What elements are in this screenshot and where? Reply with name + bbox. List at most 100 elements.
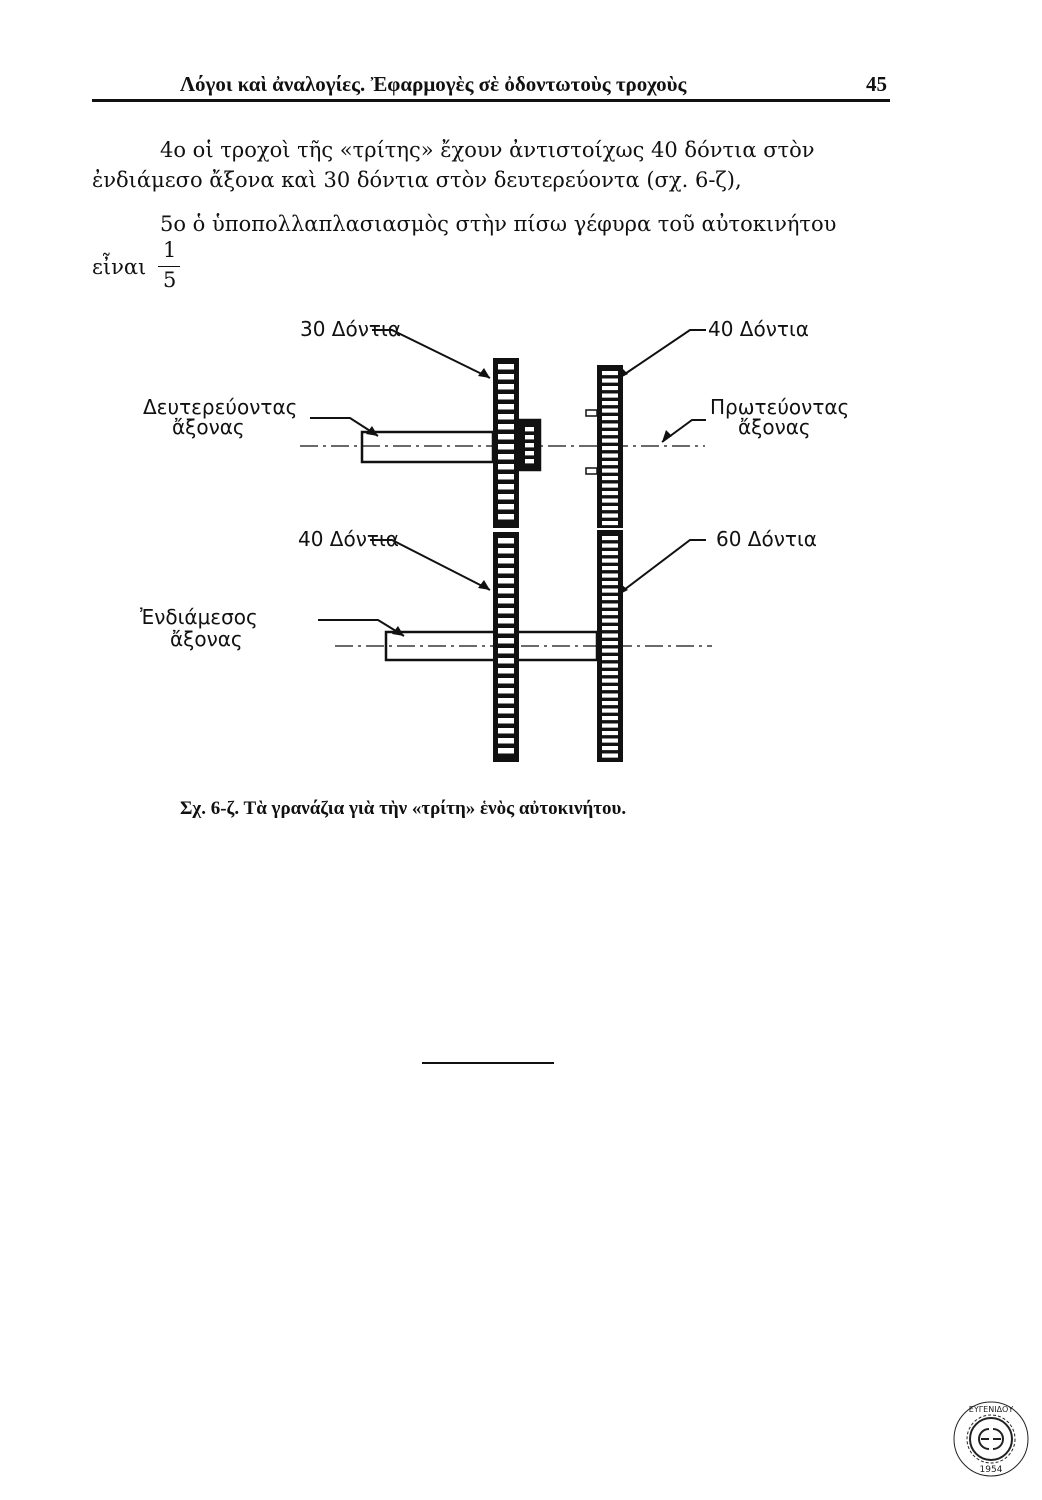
gear-tooth [498,738,514,744]
gear-tooth [602,723,618,728]
fraction-numerator: 1 [163,238,177,262]
label-intermediate-shaft-1: Ἐνδιάμεσος [140,605,258,629]
gear-tooth [602,558,618,563]
running-title: Λόγοι καὶ ἀναλογίες. Ἐφαρμογὲς σὲ ὀδοντω… [180,72,687,96]
gear-tooth [602,611,618,616]
gear-tooth [498,718,514,724]
arrowhead [366,426,378,436]
gear-tooth [498,588,514,594]
gear-tooth [602,401,618,406]
gear-tooth [602,633,618,638]
label-60-teeth: 60 Δόντια [716,527,817,551]
gear-tooth [602,716,618,721]
gear-tooth [602,371,618,376]
gear-tooth [602,513,618,518]
gear-tooth [498,638,514,644]
gear-tooth [602,663,618,668]
gear-tooth [602,678,618,683]
gear-tooth [498,424,514,430]
gear-tooth [602,476,618,481]
gear-tooth [498,514,514,520]
label-40-teeth-bottom: 40 Δόντια [298,527,399,551]
gear-tooth [498,578,514,584]
leader-40-teeth-bottom [370,539,491,591]
gear-tooth [602,686,618,691]
paragraph-5-line-1: 5ο ὁ ὑποπολλαπλασιασμὸς στὴν πίσω γέφυρα… [160,212,837,236]
gear-tooth [602,386,618,391]
gear-tooth [498,708,514,714]
foundation-seal: 1954 ΕΥΓΕΝΙΔΟΥ [952,1400,1030,1478]
paragraph-5-lead: εἶναι [92,255,147,279]
gear-tooth [498,374,514,380]
gear-tooth [602,468,618,473]
header-rule [92,99,890,102]
gear-tooth [602,431,618,436]
gear-tooth [498,434,514,440]
gear-30-teeth [493,358,519,528]
gear-tooth [498,384,514,390]
gear-tooth [525,443,534,448]
gear-60-teeth-intermediate [597,530,623,762]
paragraph-4-line-2: ἐνδιάμεσο ἄξονα καὶ 30 δόντια στὸν δευτε… [92,168,742,192]
label-intermediate-shaft-2: ἄξονας [170,627,243,651]
gear-tooth [498,454,514,460]
gear-tooth [602,551,618,556]
gear-tooth [498,688,514,694]
gear-tooth [602,641,618,646]
secondary-shaft [360,430,495,464]
gear-tooth [602,521,618,526]
gear-tooth [498,628,514,634]
gear-tooth [498,494,514,500]
hub-teeth [520,421,539,469]
gear-tooth [602,506,618,511]
arrowhead [662,430,672,442]
gear-tooth [498,414,514,420]
gear-tooth [602,693,618,698]
leader-primary-shaft [661,419,706,443]
dog-tooth-2 [585,467,598,475]
gear-tooth [602,588,618,593]
gear-tooth [602,746,618,751]
gear-tooth [602,498,618,503]
gear-tooth [602,596,618,601]
gear-tooth [602,461,618,466]
gear-tooth [602,423,618,428]
gear-tooth [498,648,514,654]
gear-tooth [602,378,618,383]
gear-tooth [602,708,618,713]
gear-tooth [602,491,618,496]
gear-tooth [602,753,618,758]
gear-tooth [498,364,514,370]
gear-tooth [498,444,514,450]
svg-text:ΕΥΓΕΝΙΔΟΥ: ΕΥΓΕΝΙΔΟΥ [969,1405,1014,1414]
footnote-rule [422,1062,554,1064]
gear-tooth [498,678,514,684]
label-secondary-shaft-2: ἄξονας [172,415,245,439]
gear-tooth [602,603,618,608]
gear-40-teeth-intermediate [493,532,519,762]
gear-tooth [602,581,618,586]
gear-tooth [602,416,618,421]
gear-tooth [498,748,514,754]
leader-40-teeth-top [615,329,706,381]
label-primary-shaft-1: Πρωτεύοντας [710,395,850,419]
leader-30-teeth [372,329,491,379]
gear-tooth [498,598,514,604]
gear-tooth [498,728,514,734]
gear-tooth [602,671,618,676]
label-primary-shaft-2: ἄξονας [738,415,811,439]
fraction-denominator: 5 [163,268,177,292]
gear-tooth [498,608,514,614]
gear-tooth [602,438,618,443]
label-secondary-shaft-1: Δευτερεύοντας [143,395,298,419]
leader-60-teeth [615,539,706,597]
gear-tooth [602,701,618,706]
arrowhead [478,580,490,590]
gear-tooth [498,618,514,624]
gear-tooth [498,538,514,544]
gear-tooth [525,435,534,440]
gear-tooth [602,626,618,631]
svg-text:1954: 1954 [980,1465,1003,1475]
figure-caption: Σχ. 6-ζ. Τὰ γρανάζια γιὰ τὴν «τρίτη» ἑνὸ… [180,798,627,819]
